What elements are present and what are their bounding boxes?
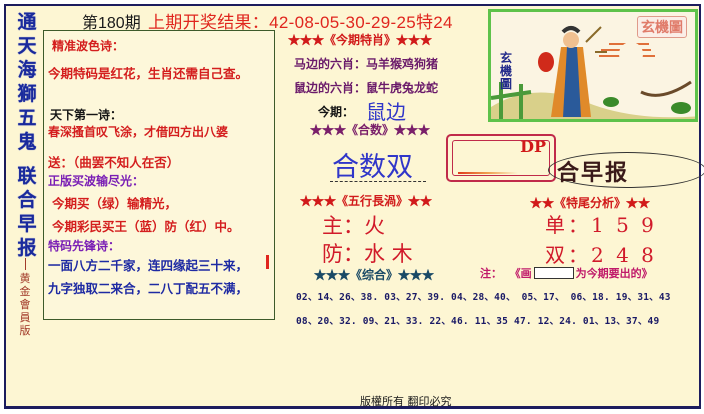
divider (24, 258, 26, 270)
poem-line: 今期彩民买王（蓝）防（红）中。 (52, 219, 240, 234)
brand-oval (548, 152, 704, 188)
number-row-2: 08、20、32. 09、21、33. 22、46. 11、35 47. 12、… (296, 316, 660, 327)
illustration: 玄 機 圖 玄機圖 (488, 9, 698, 122)
vertical-title: 通 天 海 獅 五 鬼 联 合 早 报 (13, 10, 41, 260)
title-char: 海 (17, 59, 37, 81)
poem-heading: 天下第一诗： (50, 108, 123, 122)
poem-line: 送：（曲罢不知人在否） (48, 155, 180, 170)
copyright: 版權所有 翻印必究 (360, 395, 452, 408)
sum-heading: ★★★《合数》★★★ (310, 123, 431, 137)
last-result-label: 上期开奖结果： (148, 13, 270, 32)
figure-illustration (491, 12, 695, 119)
red-mark (266, 255, 269, 269)
title-char: 鬼 (17, 131, 37, 153)
tail-analysis-heading: ★★《特尾分析》★★ (530, 196, 651, 210)
subtitle-char: 員 (19, 311, 31, 324)
stamp-line (458, 172, 518, 174)
title-char: 通 (17, 11, 37, 33)
title-char: 联 (17, 165, 37, 187)
stamp-inner (452, 140, 550, 176)
rat-side-row: 鼠边的六肖：鼠牛虎兔龙蛇 (294, 81, 439, 95)
title-char: 早 (17, 213, 37, 235)
five-elements-heading: ★★★《五行長渦》★★ (300, 194, 433, 208)
stamp: DP (446, 134, 556, 182)
title-char: 五 (17, 107, 37, 129)
issue-number: 第180期 (82, 15, 141, 32)
poem-heading: 精准波色诗： (52, 39, 125, 53)
last-result-numbers: 42-08-05-30-29-25特24 (269, 13, 453, 32)
title-char: 天 (17, 35, 37, 57)
composite-heading: ★★★《综合》★★★ (314, 268, 435, 282)
stamp-mark: DP (520, 137, 546, 156)
note: 注： 《画 为今期要出的》 (480, 267, 653, 280)
sum-value: 合数双 (332, 152, 413, 183)
poem-line: 今期买（绿）输精光， (52, 196, 178, 211)
main-element: 主：火 (322, 214, 385, 238)
subtitle-char: 金 (19, 285, 31, 298)
current-zodiac-label: 今期： (318, 105, 355, 119)
subtitle-char: 會 (19, 298, 31, 311)
subtitle-char: 黄 (19, 272, 31, 285)
horse-side-row: 马边的六肖：马羊猴鸡狗猪 (294, 57, 439, 71)
subtitle-char: 版 (19, 324, 31, 337)
poem-heading: 特码先锋诗： (48, 239, 121, 253)
poem-line: 九字独取二来合，二八丁配五不满， (48, 281, 249, 296)
vertical-subtitle: 黄 金 會 員 版 (18, 258, 32, 337)
poem-line: 今期特码是红花，生肖还需自己查。 (48, 66, 249, 81)
title-char: 报 (17, 237, 37, 259)
odd-tails: 单：1 5 9 (545, 213, 657, 237)
divider (330, 181, 426, 182)
last-result: 上期开奖结果：42-08-05-30-29-25特24 (148, 8, 453, 33)
current-zodiac-value: 鼠边 (366, 100, 406, 124)
poem-box (43, 30, 275, 320)
zodiac-heading: ★★★《今期特肖》★★★ (288, 33, 433, 47)
poem-line: 一面八方二千家，连四缘起三十来， (48, 258, 249, 273)
poem-heading: 正版买波输尽光： (48, 174, 145, 188)
marker-box (533, 267, 574, 279)
illustration-badge: 玄機圖 (637, 16, 687, 38)
number-row-1: 02、14、26、38. 03、27、39. 04、28、40、 05、17、 … (296, 292, 671, 303)
illustration-label: 玄 機 圖 (500, 51, 513, 91)
even-tails: 双：2 4 8 (545, 243, 657, 267)
title-char: 合 (17, 189, 37, 211)
brand-title: 合早报 (557, 160, 630, 186)
guard-element: 防：水 木 (322, 242, 413, 266)
title-char: 獅 (17, 83, 37, 105)
poem-line: 春深搔首叹飞涂，才借四方出八婆 (48, 125, 229, 139)
